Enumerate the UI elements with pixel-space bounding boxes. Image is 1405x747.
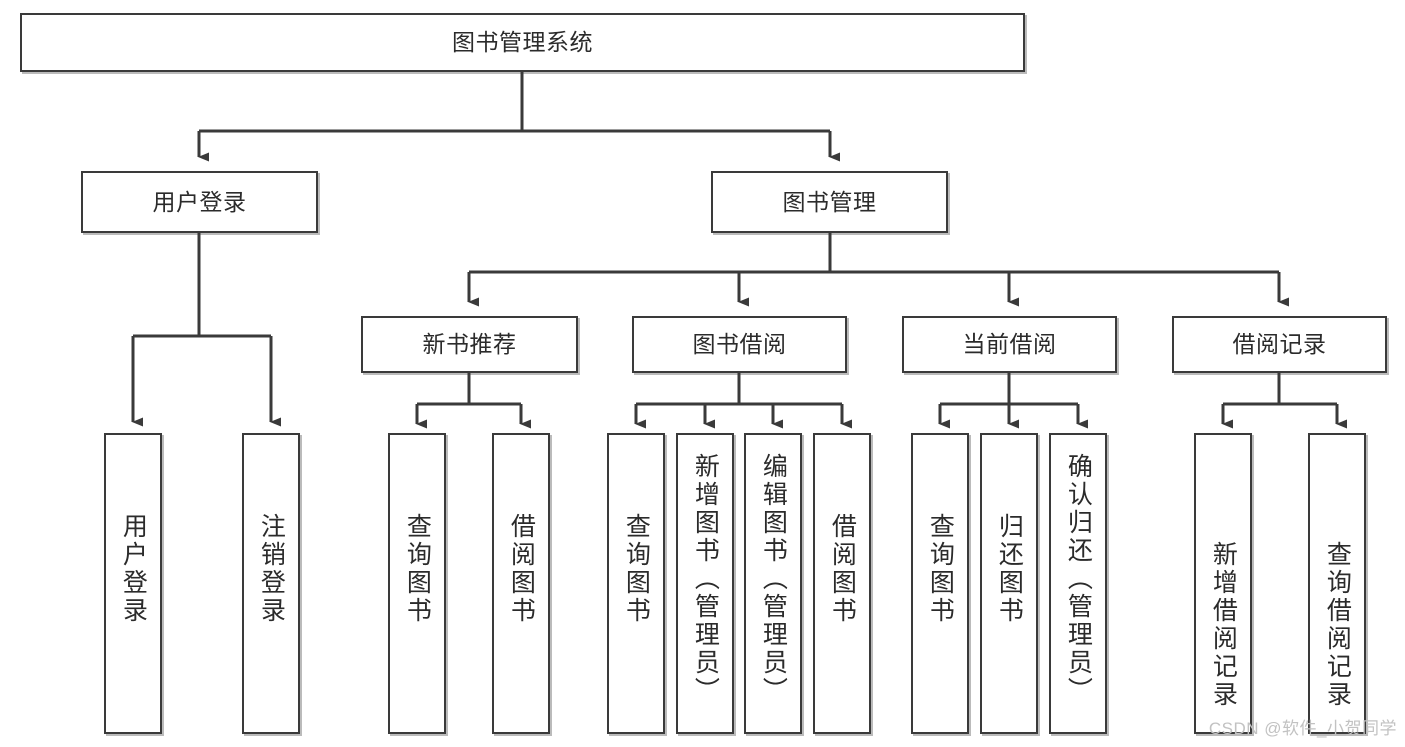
- node-label: 查询图书: [403, 513, 432, 625]
- leaf-borrow-book[interactable]: 借阅图书: [813, 433, 871, 734]
- node-label: 用户登录: [119, 513, 148, 625]
- node-label: 查询图书: [926, 513, 955, 625]
- node-label: 新增图书（管理员）: [691, 453, 720, 705]
- leaf-add-borrow-record[interactable]: 新增借阅记录: [1194, 433, 1252, 734]
- node-label: 借阅图书: [507, 513, 536, 625]
- leaf-add-book-admin[interactable]: 新增图书（管理员）: [676, 433, 734, 734]
- node-new-book-recommend[interactable]: 新书推荐: [361, 316, 578, 373]
- leaf-user-login[interactable]: 用户登录: [104, 433, 162, 734]
- leaf-query-book-current[interactable]: 查询图书: [911, 433, 969, 734]
- node-book-borrow[interactable]: 图书借阅: [632, 316, 847, 373]
- leaf-logout[interactable]: 注销登录: [242, 433, 300, 734]
- node-label: 归还图书: [995, 513, 1024, 625]
- node-label: 用户登录: [152, 188, 247, 215]
- node-label: 图书借阅: [692, 331, 787, 358]
- node-label: 查询图书: [622, 513, 651, 625]
- node-borrow-record[interactable]: 借阅记录: [1172, 316, 1387, 373]
- node-label: 借阅记录: [1232, 331, 1327, 358]
- node-label: 确认归还（管理员）: [1064, 453, 1093, 705]
- node-label: 编辑图书（管理员）: [759, 453, 788, 705]
- node-book-management[interactable]: 图书管理: [711, 171, 948, 233]
- node-label: 图书管理: [782, 188, 877, 215]
- leaf-query-book-new[interactable]: 查询图书: [388, 433, 446, 734]
- node-label: 新增借阅记录: [1209, 541, 1238, 709]
- leaf-confirm-return-admin[interactable]: 确认归还（管理员）: [1049, 433, 1107, 734]
- node-root-book-management-system[interactable]: 图书管理系统: [20, 13, 1025, 72]
- leaf-query-borrow-record[interactable]: 查询借阅记录: [1308, 433, 1366, 734]
- leaf-query-book-borrow[interactable]: 查询图书: [607, 433, 665, 734]
- node-user-login[interactable]: 用户登录: [81, 171, 318, 233]
- leaf-edit-book-admin[interactable]: 编辑图书（管理员）: [744, 433, 802, 734]
- node-label: 当前借阅: [962, 331, 1057, 358]
- leaf-return-book[interactable]: 归还图书: [980, 433, 1038, 734]
- leaf-borrow-book-new[interactable]: 借阅图书: [492, 433, 550, 734]
- node-label: 借阅图书: [828, 513, 857, 625]
- node-label: 图书管理系统: [452, 29, 593, 56]
- node-label: 查询借阅记录: [1323, 541, 1352, 709]
- node-current-borrow[interactable]: 当前借阅: [902, 316, 1117, 373]
- node-label: 注销登录: [257, 513, 286, 625]
- node-label: 新书推荐: [422, 331, 517, 358]
